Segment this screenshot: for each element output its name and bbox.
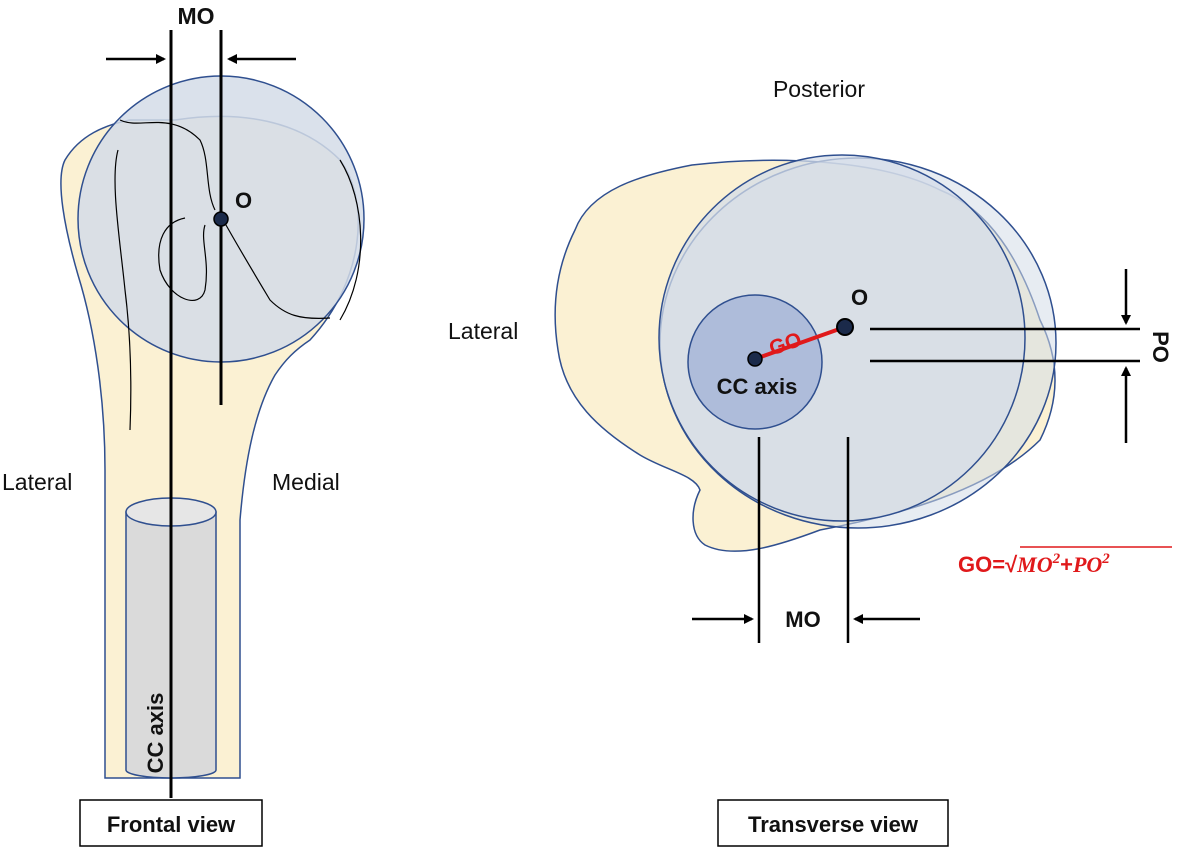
transverse-view-box bbox=[717, 799, 949, 847]
go-offset-line bbox=[754, 325, 846, 361]
greater-tuberosity-line bbox=[119, 119, 216, 211]
formula-term1: MO bbox=[1016, 552, 1053, 577]
transverse-view-panel: Posterior Lateral O GO CC axis PO MO GO=… bbox=[448, 76, 1173, 847]
frontal-center-point bbox=[213, 211, 229, 227]
lesser-tuberosity-line bbox=[158, 217, 208, 301]
formula-exponent-2: 2 bbox=[1101, 551, 1110, 567]
frontal-medial-label: Medial bbox=[272, 469, 340, 495]
formula-prefix: GO=√ bbox=[958, 552, 1018, 577]
frontal-view-box bbox=[79, 799, 263, 847]
transverse-view-label: Transverse view bbox=[748, 812, 919, 837]
bicipital-groove-line bbox=[114, 149, 132, 431]
transverse-po-label: PO bbox=[1148, 331, 1173, 363]
transverse-o-label: O bbox=[851, 285, 868, 310]
frontal-lateral-label: Lateral bbox=[2, 469, 72, 495]
formula-term2: PO bbox=[1072, 552, 1102, 577]
transverse-canal-center-point bbox=[747, 351, 763, 367]
transverse-posterior-label: Posterior bbox=[773, 76, 865, 102]
transverse-lateral-label: Lateral bbox=[448, 318, 518, 344]
frontal-view-panel: MO O Lateral Medial CC axis Frontal view bbox=[2, 3, 365, 847]
formula-plus: + bbox=[1060, 552, 1073, 577]
anatomic-neck-line bbox=[221, 217, 331, 320]
frontal-view-label: Frontal view bbox=[107, 812, 236, 837]
go-formula: GO=√MO2+PO2 bbox=[958, 551, 1110, 577]
transverse-head-center-point bbox=[836, 318, 854, 336]
transverse-cc-axis-label: CC axis bbox=[717, 374, 798, 399]
formula-exponent-1: 2 bbox=[1052, 551, 1061, 567]
frontal-mo-label: MO bbox=[177, 3, 214, 29]
frontal-o-label: O bbox=[235, 188, 252, 213]
medial-head-edge-line bbox=[339, 159, 362, 321]
frontal-cc-axis-label: CC axis bbox=[143, 693, 168, 774]
transverse-mo-label: MO bbox=[785, 607, 820, 632]
